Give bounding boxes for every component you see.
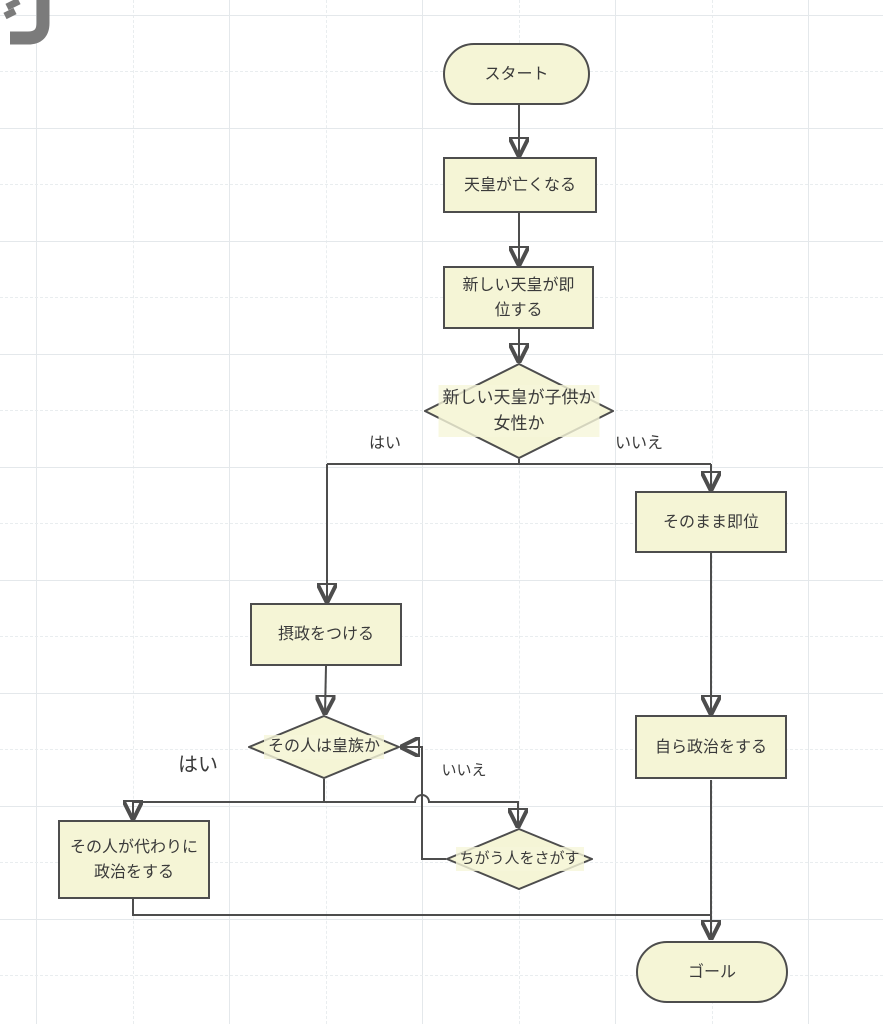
branch-label-no-2[interactable]: いいえ — [441, 762, 487, 779]
node-label: その人が代わりに — [69, 838, 198, 856]
edge-find-another-loopback[interactable] — [403, 747, 446, 860]
grid-line — [0, 297, 883, 298]
node-label: 女性か — [493, 414, 545, 433]
branch-label-yes-2[interactable]: はい — [178, 754, 218, 776]
grid-line — [133, 0, 134, 1024]
edge-imperial-yes-to-substitute[interactable] — [133, 779, 325, 817]
node-label: ちがう人をさがす — [459, 850, 580, 867]
node-label: その人は皇族か — [267, 738, 381, 755]
grid-line — [0, 862, 883, 863]
grid-line — [519, 0, 520, 1024]
grid-line — [0, 15, 883, 16]
node-label: 摂政をつける — [277, 626, 374, 643]
grid-line — [229, 0, 230, 1024]
node-start[interactable]: スタート — [443, 43, 590, 105]
grid-line — [0, 523, 883, 524]
node-ascend-as-is[interactable]: そのまま即位 — [635, 491, 787, 553]
grid-line — [0, 128, 883, 129]
node-label: 位する — [494, 301, 543, 319]
node-substitute-governs[interactable]: その人が代わりに 政治をする — [58, 820, 210, 899]
node-label: 新しい天皇が子供か — [442, 388, 596, 407]
node-label: 政治をする — [93, 863, 174, 881]
node-emperor-dies[interactable]: 天皇が亡くなる — [443, 157, 597, 213]
node-label: 天皇が亡くなる — [463, 176, 576, 194]
grid-line — [36, 0, 37, 1024]
grid-line — [0, 636, 883, 637]
grid-line — [0, 241, 883, 242]
grid-line — [0, 354, 883, 355]
node-decision-find-another[interactable]: ちがう人をさがす — [446, 828, 593, 890]
node-self-governs[interactable]: 自ら政治をする — [635, 715, 787, 779]
branch-label-no-1[interactable]: いいえ — [614, 435, 663, 452]
grid-line — [0, 71, 883, 72]
node-new-emperor[interactable]: 新しい天皇が即 位する — [443, 266, 594, 329]
edge-imperial-no-to-find-another[interactable] — [324, 794, 518, 825]
node-label: 新しい天皇が即 — [462, 276, 575, 294]
grid-line — [0, 919, 883, 920]
node-label: 自ら政治をする — [654, 738, 767, 756]
node-goal[interactable]: ゴール — [636, 941, 788, 1003]
node-label: ゴール — [687, 963, 736, 981]
edge-decision-split[interactable] — [327, 459, 711, 465]
edge-regent-to-imperial-decision[interactable] — [325, 665, 326, 712]
grid-line — [0, 580, 883, 581]
node-decision-imperial-family[interactable]: その人は皇族か — [248, 715, 400, 779]
branch-label-yes-1[interactable]: はい — [368, 435, 401, 452]
grid-line — [0, 184, 883, 185]
node-appoint-regent[interactable]: 摂政をつける — [250, 603, 402, 666]
grid-line — [808, 0, 809, 1024]
grid-line — [0, 693, 883, 694]
grid-line — [0, 467, 883, 468]
grid-line — [0, 749, 883, 750]
cropped-corner-icon — [3, 0, 50, 45]
edge-substitute-to-goal-merge[interactable] — [132, 899, 711, 916]
node-decision-child-or-woman[interactable]: 新しい天皇が子供か 女性か — [424, 363, 614, 459]
grid-line — [422, 0, 423, 1024]
grid-line — [0, 975, 883, 976]
grid-line — [615, 0, 616, 1024]
grid-line — [0, 806, 883, 807]
node-label: スタート — [484, 65, 549, 83]
node-label: そのまま即位 — [662, 513, 759, 531]
